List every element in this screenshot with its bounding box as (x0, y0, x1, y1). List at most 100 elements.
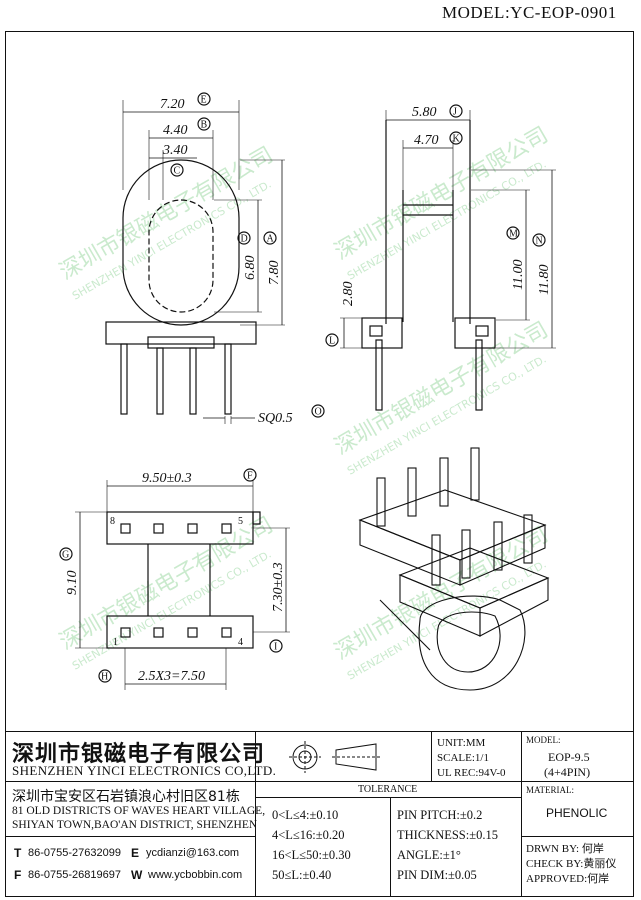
scale-label: SCALE:1/1 (437, 752, 489, 764)
signoff-block: DRWN BY: 何岸 CHECK BY:黄丽仪 APPROVED:何岸 (526, 842, 616, 887)
dim-a-label: 7.80 (267, 261, 282, 286)
side-pin-right (475, 339, 483, 411)
watermark-cn-3: 深圳市银磁电子有限公司 (331, 318, 553, 461)
tolerance-row: 0<L≤4:±0.10 (272, 808, 339, 822)
spec-row: ANGLE:±1° (397, 848, 461, 862)
drawn-value: 何岸 (581, 843, 604, 855)
side-ref-markers: J K L M N (325, 104, 546, 347)
watermark-cn-2: 深圳市银磁电子有限公司 (331, 123, 553, 266)
dim-k-label: 4.70 (414, 133, 439, 148)
front-view: 7.20 4.40 3.40 6.80 7.80 SQ0.5 E B C D A… (105, 92, 325, 426)
bottom-pins-bottom (120, 627, 232, 638)
tel-label: T (14, 846, 22, 860)
tolerance-row: 16<L≤50:±0.30 (272, 848, 351, 862)
ref-d: D (241, 234, 248, 245)
ref-l: L (329, 336, 335, 347)
front-inner-oval (148, 199, 214, 313)
ref-m: M (509, 229, 518, 240)
front-flange (105, 321, 257, 345)
model-banner: MODEL:YC-EOP-0901 (442, 3, 617, 22)
pin-4-label: 4 (238, 637, 243, 648)
bottom-pins-top (120, 523, 232, 534)
front-flange-step (147, 336, 215, 349)
dim-i-label: 7.30±0.3 (271, 562, 286, 612)
side-pin-left (375, 339, 383, 411)
ref-k: K (453, 134, 461, 145)
ref-j: J (453, 107, 457, 118)
pin-5-label: 5 (238, 516, 243, 527)
bottom-ref-markers: F G I H (59, 468, 283, 683)
tolerance-list: 0<L≤4:±0.10 4<L≤16:±0.20 16<L≤50:±0.30 5… (272, 805, 351, 885)
dim-g-label: 9.10 (65, 571, 80, 596)
drawing-frame (5, 31, 634, 897)
address-en-1: 81 OLD DISTRICTS OF WAVES HEART VILLAGE, (12, 805, 266, 817)
dim-j-label: 5.80 (412, 105, 437, 120)
dim-d-label: 6.80 (243, 256, 258, 281)
spec-row: PIN PITCH:±0.2 (397, 808, 483, 822)
approved-value: 何岸 (587, 873, 610, 885)
front-pins (120, 343, 232, 415)
ul-label: UL REC:94V-0 (437, 767, 506, 779)
dim-b-label: 4.40 (163, 123, 188, 138)
tolerance-title: TOLERANCE (358, 784, 418, 795)
side-view: 5.80 4.70 2.80 11.00 11.80 J K L M N (325, 104, 556, 411)
watermark-cn-4: 深圳市银磁电子有限公司 (56, 513, 278, 656)
iso-back-pins (376, 447, 480, 527)
web-value: www.ycbobbin.com (148, 869, 243, 881)
dim-m-label: 11.00 (511, 260, 526, 290)
ref-e: E (201, 95, 207, 106)
drawn-label: DRWN BY: (526, 843, 580, 855)
dim-e-label: 7.20 (160, 97, 185, 112)
model-value-2: (4+4PIN) (544, 765, 591, 779)
fax-label: F (14, 868, 22, 882)
ref-c: C (174, 166, 181, 177)
company-name-cn: 深圳市银磁电子有限公司 (12, 742, 266, 767)
email-value: ycdianzi@163.com (146, 847, 240, 859)
dim-o-label: SQ0.5 (258, 411, 293, 426)
spec-row: PIN DIM:±0.05 (397, 868, 477, 882)
approved-label: APPROVED: (526, 873, 588, 885)
dim-h-label: 2.5X3=7.50 (138, 669, 205, 684)
pin-8-label: 8 (110, 516, 115, 527)
projection-symbol (289, 741, 380, 773)
side-flange-right (454, 317, 496, 349)
address-en-2: SHIYAN TOWN,BAO'AN DISTRICT, SHENZHEN (12, 819, 258, 831)
check-value: 黄丽仪 (583, 858, 617, 870)
ref-n: N (536, 236, 543, 247)
pin-1-label: 1 (113, 637, 118, 648)
bottom-top-tab (252, 511, 261, 525)
dim-l-label: 2.80 (341, 282, 356, 307)
ref-f: F (247, 471, 253, 482)
dim-n-label: 11.80 (537, 265, 552, 295)
model-value-1: EOP-9.5 (548, 750, 590, 764)
spec-list: PIN PITCH:±0.2 THICKNESS:±0.15 ANGLE:±1°… (397, 805, 498, 885)
tolerance-row: 4<L≤16:±0.20 (272, 828, 345, 842)
address-cn: 深圳市宝安区石岩镇浪心村旧区81栋 (12, 789, 240, 805)
ref-h: H (101, 672, 108, 683)
ref-i: I (274, 642, 277, 653)
side-notch-right (475, 325, 489, 337)
side-notch-left (369, 325, 383, 337)
web-label: W (131, 868, 143, 882)
iso-front-pins (431, 514, 533, 586)
model-label: MODEL: (526, 735, 561, 745)
material-label: MATERIAL: (526, 785, 574, 795)
iso-core-ring (418, 595, 526, 691)
fax-value: 86-0755-26819697 (28, 869, 121, 881)
dim-c-label: 3.40 (162, 143, 188, 158)
watermark-cn-5: 深圳市银磁电子有限公司 (331, 523, 553, 666)
material-value: PHENOLIC (546, 806, 608, 820)
company-name-en: SHENZHEN YINCI ELECTRONICS CO,LTD. (12, 763, 277, 778)
unit-label: UNIT:MM (437, 737, 486, 749)
ref-g: G (62, 550, 69, 561)
ref-o: O (315, 407, 322, 418)
ref-a: A (267, 234, 275, 245)
front-ref-markers: E B C D A O (170, 92, 325, 418)
check-label: CHECK BY: (526, 858, 584, 870)
bottom-view: 8 5 1 4 9.50±0.3 9.10 7.30±0.3 2.5X3=7.5… (59, 468, 290, 690)
tel-value: 86-0755-27632099 (28, 847, 121, 859)
iso-core-inner (436, 611, 501, 673)
tolerance-row: 50≤L:±0.40 (272, 868, 332, 882)
isometric-view (358, 447, 550, 691)
